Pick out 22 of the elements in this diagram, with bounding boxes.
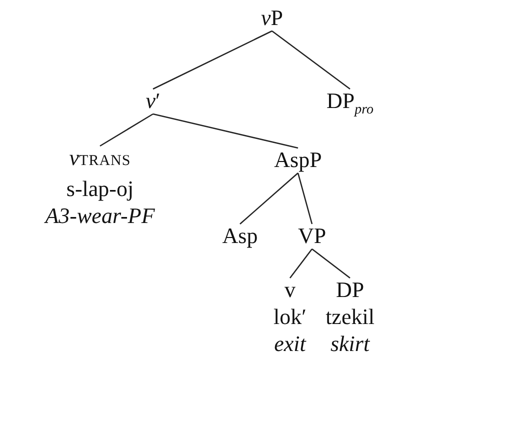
tree-branch: [152, 30, 272, 90]
word-form: tzekil: [326, 303, 374, 330]
category-label: DP$_{pro}$: [326, 87, 374, 120]
category-label: DP: [336, 276, 364, 303]
category-label: VP: [298, 222, 326, 249]
word-form: lok′: [274, 303, 306, 330]
category-label: vP: [261, 4, 283, 31]
tree-branch: [312, 248, 350, 279]
category-label: Asp: [222, 222, 258, 249]
gloss-text: exit: [274, 330, 306, 357]
tree-branch: [100, 113, 154, 147]
tree-branch: [272, 30, 350, 90]
category-label: v′: [146, 87, 160, 114]
gloss-text: skirt: [330, 330, 370, 357]
category-label: AspP: [274, 146, 322, 173]
gloss-text: A3-wear-PF: [45, 202, 155, 229]
tree-branch: [152, 113, 298, 149]
category-label: v: [284, 276, 296, 303]
tree-branch: [289, 248, 313, 278]
word-form: s-lap-oj: [66, 175, 134, 202]
tree-branch: [297, 172, 313, 224]
tree-branch: [240, 172, 298, 224]
